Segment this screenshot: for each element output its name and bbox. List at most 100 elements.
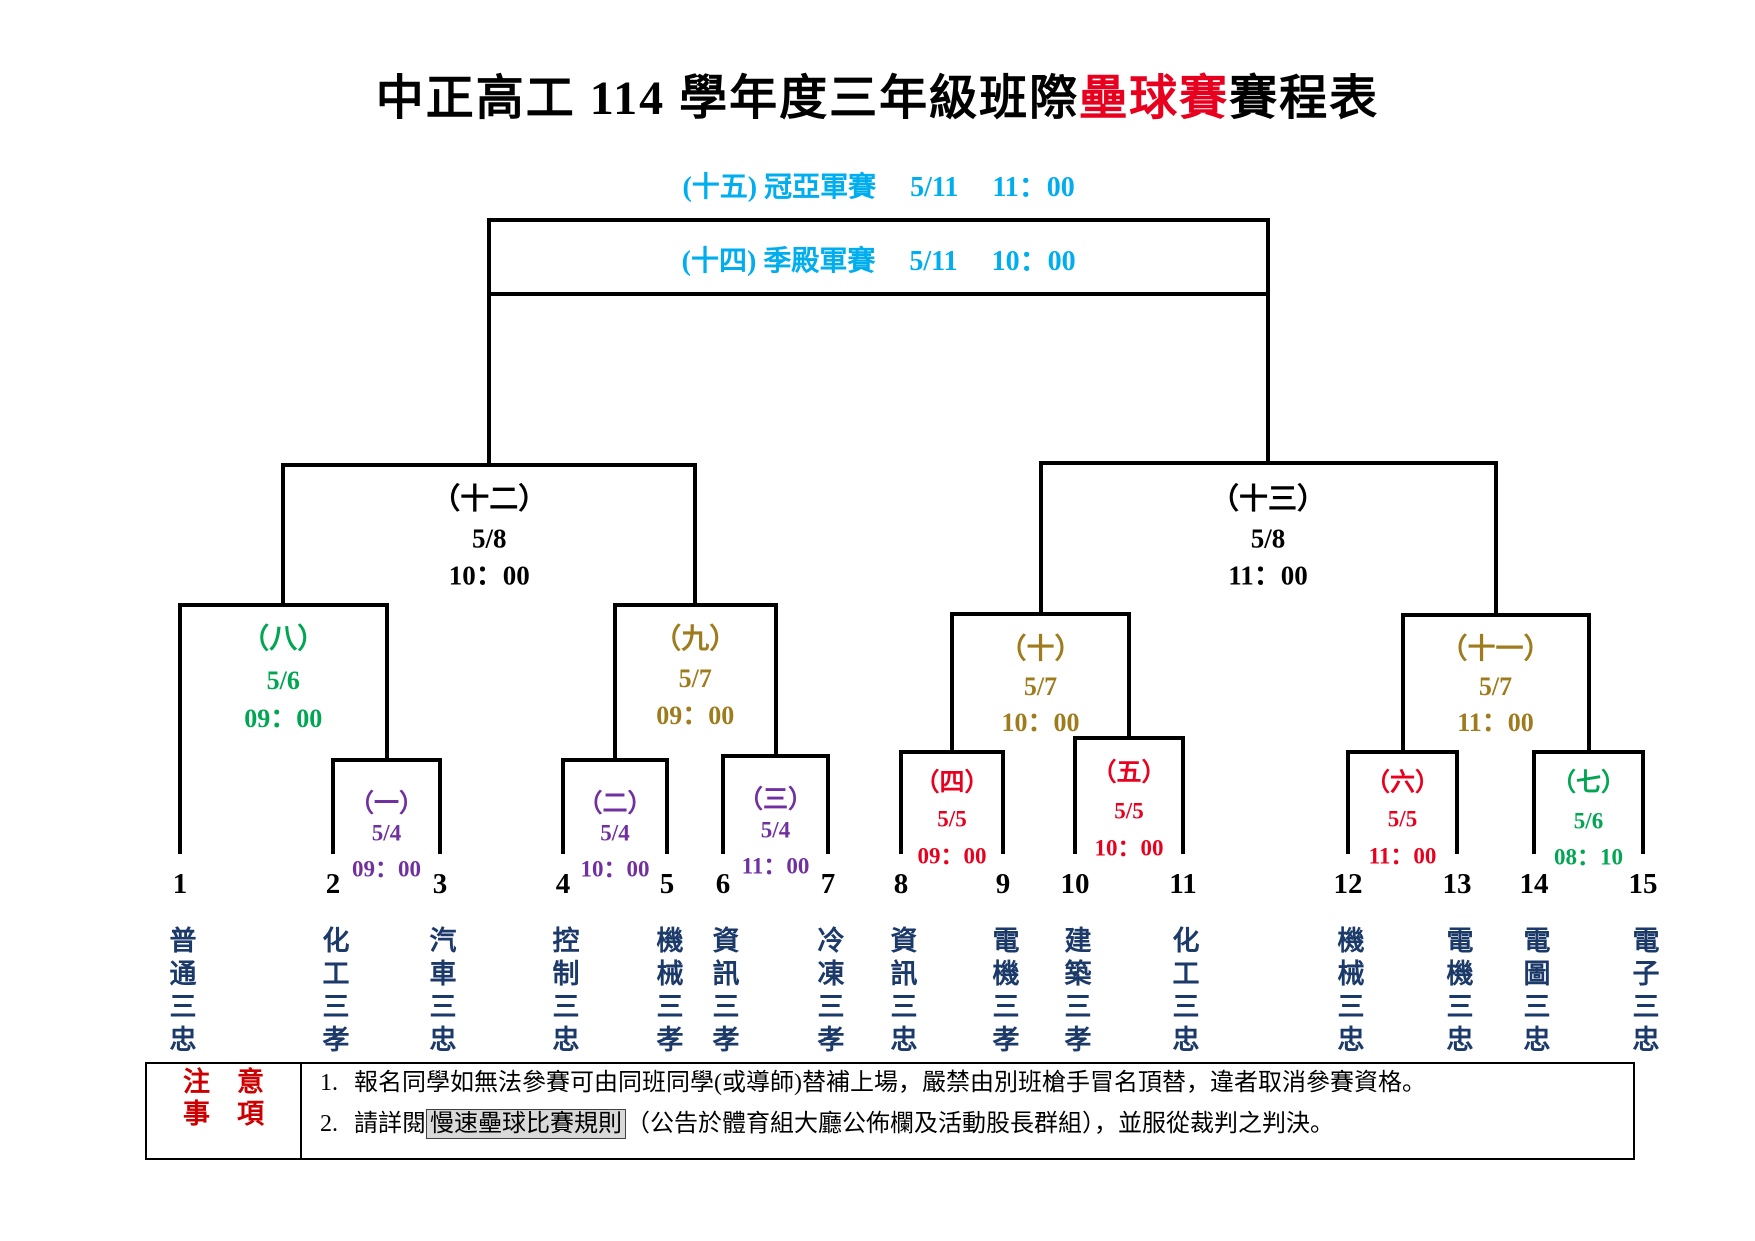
match-m10-label: （十） bbox=[998, 634, 1083, 665]
notes-header-line1: 注 意 bbox=[183, 1067, 264, 1097]
match-m11-drop-right bbox=[1586, 613, 1591, 754]
match-m12-drop-right bbox=[693, 463, 698, 607]
match-m2-label: （二） bbox=[577, 790, 653, 818]
team-name: 建築三孝 bbox=[1060, 926, 1091, 1058]
match-m11-label: （十一） bbox=[1439, 634, 1552, 665]
note-1-text: 報名同學如無法參賽可由同班同學(或導師)替補上場，嚴禁由別班槍手冒名頂替，違者取… bbox=[354, 1070, 1426, 1096]
notes-divider bbox=[300, 1064, 302, 1158]
match-m8-label: （八） bbox=[241, 624, 326, 655]
team-name: 汽車三忠 bbox=[425, 926, 456, 1058]
third-place-label: (十四) 季殿軍賽 bbox=[681, 246, 876, 277]
note-2-highlight: 慢速壘球比賽規則 bbox=[426, 1109, 626, 1139]
team-name: 電機三忠 bbox=[1442, 926, 1473, 1058]
match-m13-label: （十三） bbox=[1209, 483, 1327, 516]
seed-number: 2 bbox=[325, 868, 341, 900]
title-highlight: 壘球賽 bbox=[1079, 72, 1230, 125]
team-name: 冷凍三孝 bbox=[813, 926, 844, 1058]
match-m1-drop-right bbox=[438, 758, 442, 854]
championship-line bbox=[487, 218, 1270, 222]
match-m2-time: 10：00 bbox=[580, 856, 650, 882]
match-m10-drop-right bbox=[1127, 612, 1131, 740]
match-m9-label: （九） bbox=[653, 624, 738, 655]
match-m7-time: 08：10 bbox=[1554, 844, 1623, 870]
match-m7-date: 5/6 bbox=[1573, 808, 1604, 834]
match-m1-drop-left bbox=[331, 758, 335, 854]
seed-number: 10 bbox=[1060, 868, 1090, 900]
seed-number: 4 bbox=[555, 868, 571, 900]
seed-number: 1 bbox=[172, 868, 188, 900]
third-place-date: 5/11 bbox=[909, 246, 958, 277]
match-m6-label: （六） bbox=[1364, 769, 1441, 797]
match-m3-date: 5/4 bbox=[760, 817, 791, 843]
note-2-number: 2. bbox=[320, 1111, 338, 1137]
match-m4-label: （四） bbox=[914, 769, 990, 797]
match-m4-drop-right bbox=[1001, 750, 1005, 854]
team-name: 資訊三忠 bbox=[886, 926, 917, 1058]
note-2-text-post: （公告於體育組大廳公佈欄及活動股長群組），並服從裁判之判決。 bbox=[626, 1111, 1334, 1137]
seed-number: 5 bbox=[659, 868, 675, 900]
championship-time: 11：00 bbox=[992, 172, 1075, 203]
match-m7-drop-right bbox=[1641, 750, 1645, 854]
note-2-text-pre: 請詳閱 bbox=[354, 1111, 426, 1137]
match-m5-time: 10：00 bbox=[1094, 835, 1164, 861]
seed-number: 8 bbox=[893, 868, 909, 900]
team-name: 機械三忠 bbox=[1333, 926, 1364, 1058]
title-part2: 賽程表 bbox=[1229, 72, 1380, 125]
match-m1-time: 09：00 bbox=[352, 856, 421, 882]
team-name: 化工三忠 bbox=[1168, 926, 1199, 1058]
match-m6-date: 5/5 bbox=[1387, 806, 1418, 832]
match-m13-date: 5/8 bbox=[1250, 523, 1286, 554]
match-m9-time: 09：00 bbox=[656, 701, 735, 730]
match-m5-drop-right bbox=[1181, 736, 1185, 854]
seed-number: 14 bbox=[1519, 868, 1549, 900]
match-m1-label: （一） bbox=[348, 790, 425, 818]
match-m8-drop-left bbox=[178, 603, 182, 854]
match-m10-date: 5/7 bbox=[1023, 672, 1058, 701]
match-m2-drop-left bbox=[561, 758, 565, 854]
match-m9-drop-right bbox=[773, 603, 778, 758]
seed-number: 15 bbox=[1628, 868, 1658, 900]
seed-number: 7 bbox=[820, 868, 836, 900]
match-m11-drop-left bbox=[1400, 613, 1405, 754]
match-m6-drop-right bbox=[1455, 750, 1459, 854]
match-m8-drop-right bbox=[384, 603, 389, 762]
match-m12-date: 5/8 bbox=[471, 523, 507, 554]
match-m11-time: 11：00 bbox=[1457, 708, 1534, 737]
seed-number: 11 bbox=[1169, 868, 1197, 900]
team-name: 化工三孝 bbox=[318, 926, 349, 1058]
match-m9-date: 5/7 bbox=[678, 664, 712, 693]
match-m6-drop-left bbox=[1346, 750, 1350, 854]
match-m1-date: 5/4 bbox=[371, 820, 402, 846]
note-1-number: 1. bbox=[320, 1070, 338, 1096]
match-m6-time: 11：00 bbox=[1368, 843, 1437, 869]
match-m13-time: 11：00 bbox=[1228, 560, 1308, 591]
match-m5-drop-left bbox=[1073, 736, 1077, 854]
match-m3-drop-left bbox=[721, 754, 725, 854]
note-item-1: 1. 報名同學如無法參賽可由同班同學(或導師)替補上場，嚴禁由別班槍手冒名頂替，違… bbox=[320, 1068, 1426, 1098]
match-m11-date: 5/7 bbox=[1478, 672, 1513, 701]
match-m4-date: 5/5 bbox=[937, 806, 967, 832]
seed-number: 6 bbox=[715, 868, 731, 900]
match-m4-time: 09：00 bbox=[917, 843, 987, 869]
championship-label: (十五) 冠亞軍賽 bbox=[682, 172, 877, 203]
match-m5-label: （五） bbox=[1091, 759, 1167, 787]
seed-number: 9 bbox=[995, 868, 1011, 900]
match-m10-drop-left bbox=[950, 612, 954, 754]
match-m9-drop-left bbox=[613, 603, 617, 762]
match-m13-drop-left bbox=[1038, 461, 1043, 616]
match-m3-time: 11：00 bbox=[741, 853, 810, 879]
match-m12-drop-left bbox=[281, 463, 286, 607]
third-place-line bbox=[487, 292, 1270, 296]
third-place-time: 10：00 bbox=[991, 246, 1076, 277]
match-m3-label: （三） bbox=[737, 786, 814, 814]
team-name: 電圖三忠 bbox=[1519, 926, 1550, 1058]
notes-box: 注 意 事 項 1.報名同學如無法參賽可由同班同學(或導師)替補上場，嚴禁由別班… bbox=[145, 1062, 1635, 1160]
match-m3-drop-right bbox=[826, 754, 830, 854]
team-name: 控制三忠 bbox=[548, 926, 579, 1058]
team-name: 電機三孝 bbox=[988, 926, 1019, 1058]
match-m12-time: 10：00 bbox=[448, 560, 530, 591]
team-name: 普通三忠 bbox=[165, 926, 196, 1058]
match-m8-time: 09：00 bbox=[244, 704, 323, 733]
match-m5-date: 5/5 bbox=[1114, 798, 1144, 824]
finals-stem-right bbox=[1266, 218, 1270, 465]
